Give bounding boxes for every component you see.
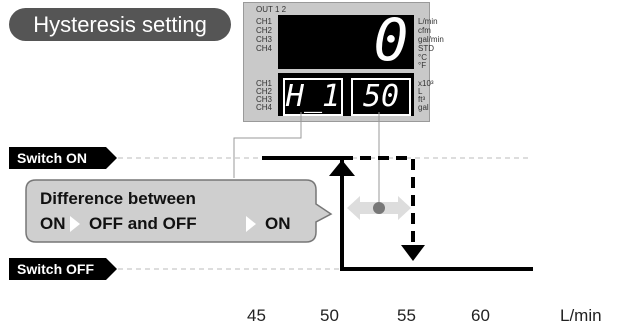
callout-off-on: OFF and OFF bbox=[89, 214, 197, 233]
on-off-solid-path bbox=[262, 156, 533, 271]
callout-on-1: ON bbox=[40, 214, 66, 233]
channel-label: CH2 bbox=[256, 87, 273, 96]
channel-label: CH4 bbox=[256, 44, 273, 53]
unit-label: x10³ bbox=[418, 79, 434, 88]
channel-label: CH3 bbox=[256, 95, 273, 104]
sub-value-box: 50 bbox=[351, 78, 411, 116]
axis-unit: L/min bbox=[560, 306, 602, 325]
out-label: OUT 1 2 bbox=[256, 5, 287, 14]
channel-label: CH1 bbox=[256, 17, 273, 26]
leader-line-label bbox=[233, 112, 302, 178]
up-arrow-head bbox=[329, 160, 355, 176]
axis-tick: 45 bbox=[247, 306, 266, 325]
axis-tick: 50 bbox=[320, 306, 339, 325]
arrow-right-icon bbox=[246, 216, 256, 232]
axis-tick: 55 bbox=[397, 306, 416, 325]
main-display bbox=[278, 15, 414, 69]
unit-label: °C bbox=[418, 53, 427, 62]
callout-bubble bbox=[25, 179, 333, 243]
main-value: 0 bbox=[373, 6, 409, 74]
channel-label: CH2 bbox=[256, 26, 273, 35]
switch-off-label: Switch OFF bbox=[17, 261, 94, 277]
switch-on-label: Switch ON bbox=[17, 150, 88, 166]
unit-label: ft³ bbox=[418, 95, 426, 104]
down-arrow-head bbox=[401, 245, 425, 261]
arrow-right-icon bbox=[70, 216, 80, 232]
channel-label: CH4 bbox=[256, 103, 273, 112]
title-pill: Hysteresis setting bbox=[9, 8, 231, 41]
off-on-dashed-path bbox=[342, 156, 415, 250]
hysteresis-dot bbox=[373, 202, 385, 214]
unit-label: L bbox=[418, 87, 423, 96]
unit-label: gal/min bbox=[418, 35, 444, 44]
unit-label: STD bbox=[418, 44, 434, 53]
unit-label: L/min bbox=[418, 17, 438, 26]
unit-label: gal bbox=[418, 103, 429, 112]
unit-label: °F bbox=[418, 61, 427, 70]
switch-off-tag bbox=[9, 258, 117, 280]
sub-label-box: H_1 bbox=[283, 78, 343, 116]
callout-line-1: Difference between bbox=[40, 189, 196, 208]
switch-on-tag bbox=[9, 147, 117, 169]
channel-label: CH1 bbox=[256, 79, 273, 88]
channel-label: CH3 bbox=[256, 35, 273, 44]
unit-label: cfm bbox=[418, 26, 431, 35]
axis-tick: 60 bbox=[471, 306, 490, 325]
callout-on-2: ON bbox=[265, 214, 291, 233]
